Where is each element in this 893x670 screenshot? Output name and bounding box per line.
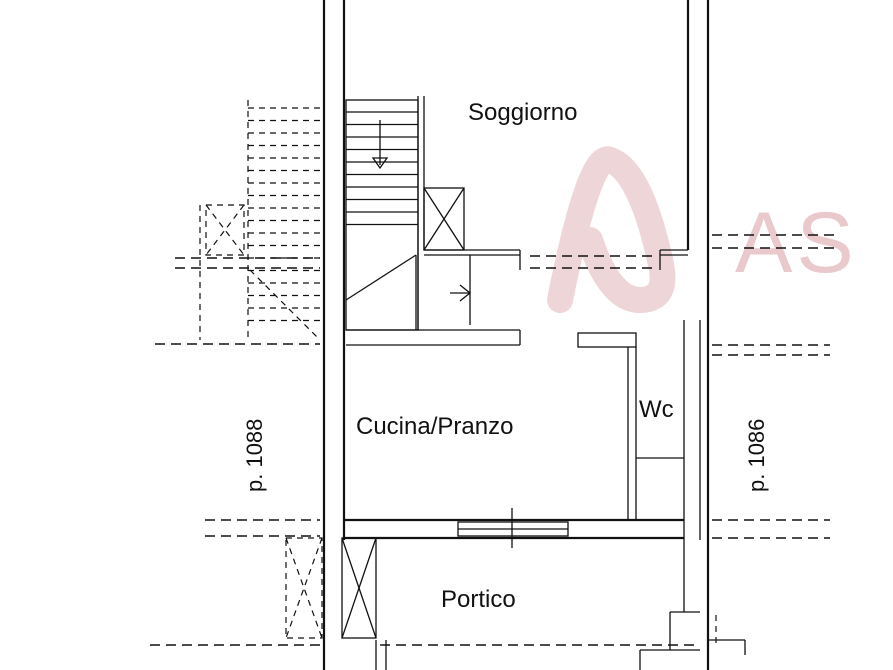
external-stair-dashed: [199, 100, 321, 341]
staircase: [345, 96, 521, 346]
plot-label-right: p. 1086: [744, 419, 769, 492]
partitions: [344, 249, 688, 548]
room-label-cucina: Cucina/Pranzo: [356, 413, 513, 440]
shaft-box: [423, 187, 465, 251]
room-label-portico: Portico: [441, 586, 516, 613]
room-label-wc: Wc: [639, 396, 674, 423]
watermark-text: AS: [735, 195, 858, 291]
portico-columns: [285, 537, 746, 670]
watermark-logo: AS: [547, 146, 858, 314]
outer-walls: [322, 0, 710, 670]
room-label-soggiorno: Soggiorno: [468, 99, 577, 126]
plot-label-left: p. 1088: [242, 419, 267, 492]
